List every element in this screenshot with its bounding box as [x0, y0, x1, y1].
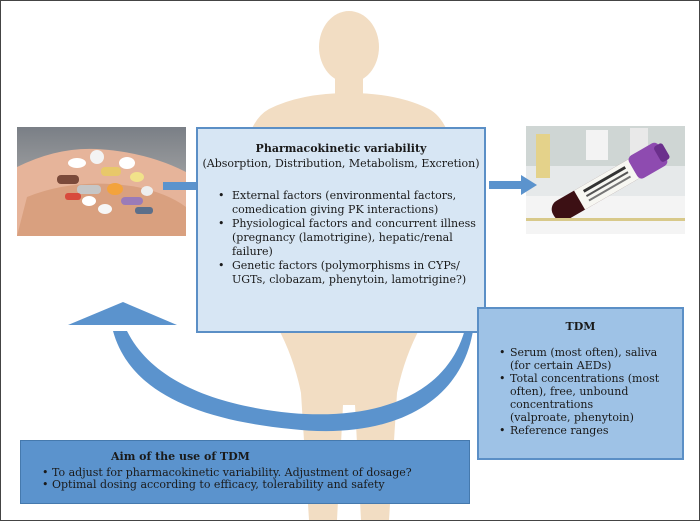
blood-tube-photo	[526, 126, 685, 234]
pk-box-title: Pharmacokinetic variability	[255, 142, 427, 155]
list-item: External factors (environmental factors,…	[218, 189, 476, 217]
list-item: Optimal dosing according to efficacy, to…	[42, 479, 412, 492]
pk-variability-box: Pharmacokinetic variability (Absorption,…	[196, 127, 486, 333]
list-item: Reference ranges	[499, 424, 659, 437]
tdm-box-title: TDM	[565, 320, 596, 333]
list-item: To adjust for pharmacokinetic variabilit…	[42, 467, 412, 480]
aim-box-title: Aim of the use of TDM	[111, 450, 250, 463]
tdm-list: Serum (most often), saliva (for certain …	[499, 346, 659, 437]
pk-box-subtitle: (Absorption, Distribution, Metabolism, E…	[202, 157, 480, 170]
pills-in-hand-photo	[17, 127, 186, 236]
pk-factor-list: External factors (environmental factors,…	[218, 189, 476, 287]
aim-box: Aim of the use of TDM To adjust for phar…	[20, 440, 470, 504]
list-item: Serum (most often), saliva (for certain …	[499, 346, 659, 372]
tdm-box: TDM Serum (most often), saliva (for cert…	[477, 307, 684, 460]
aim-list: To adjust for pharmacokinetic variabilit…	[42, 467, 412, 492]
list-item: Total concentrations (most often), free,…	[499, 372, 659, 424]
list-item: Genetic factors (polymorphisms in CYPs/ …	[218, 259, 476, 287]
arrow-right-icon-2	[489, 175, 537, 195]
list-item: Physiological factors and concurrent ill…	[218, 217, 476, 259]
